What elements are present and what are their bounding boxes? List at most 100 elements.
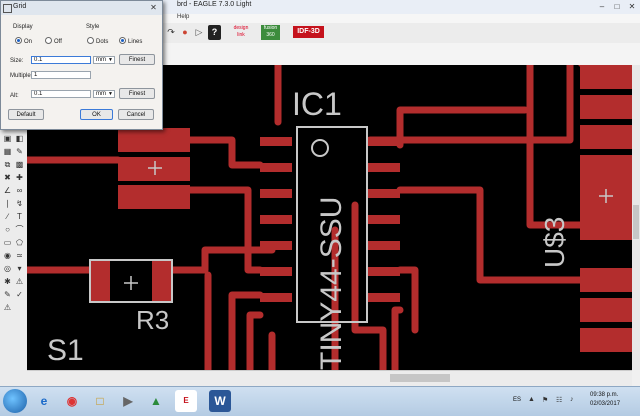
clock-date[interactable]: 02/03/2017 [590, 401, 621, 407]
maximize-icon[interactable]: □ [614, 2, 620, 11]
ic-pad-left[interactable] [260, 241, 292, 250]
alt-input[interactable] [31, 90, 91, 98]
style-lines-radio[interactable]: Lines [119, 37, 142, 45]
style-dots-radio[interactable]: Dots [87, 37, 108, 45]
tray-arrow-icon[interactable]: ▲ [528, 396, 535, 403]
optimize-icon[interactable]: ∞ [16, 186, 23, 195]
chrome-icon[interactable]: ◉ [66, 394, 78, 408]
arc-icon[interactable]: ⌒ [15, 225, 24, 234]
s1-pad[interactable] [118, 157, 190, 181]
trace[interactable] [526, 65, 584, 229]
ic-pad-right[interactable] [368, 215, 400, 224]
trace[interactable] [366, 65, 574, 144]
connector-pad[interactable] [580, 95, 632, 119]
horizontal-scrollbar[interactable] [27, 370, 632, 387]
pcb-board[interactable] [27, 65, 632, 370]
language-indicator[interactable]: ES [513, 397, 522, 403]
ic-pad-left[interactable] [260, 215, 292, 224]
via-icon[interactable]: ◉ [4, 251, 11, 260]
mirror-icon[interactable]: ◧ [15, 134, 24, 143]
minimize-icon[interactable]: – [599, 2, 605, 11]
trace[interactable] [396, 266, 419, 334]
erc-icon[interactable]: ✎ [4, 290, 11, 299]
trace[interactable] [351, 201, 387, 370]
menu-help[interactable]: Help [177, 14, 190, 20]
size-finest-button[interactable]: Finest [119, 54, 155, 65]
change-icon[interactable]: ✎ [16, 147, 23, 156]
polygon-icon[interactable]: ⬠ [16, 238, 23, 247]
redo-icon[interactable]: ↷ [167, 27, 175, 37]
split-icon[interactable]: ∠ [3, 186, 12, 195]
display-on-radio[interactable]: On [15, 37, 32, 45]
signal-icon[interactable]: ≃ [16, 251, 23, 260]
multiple-input[interactable] [31, 71, 91, 79]
connector-pad[interactable] [580, 298, 632, 322]
circle-icon[interactable]: ○ [5, 225, 10, 234]
ripup-icon[interactable]: ↯ [16, 199, 23, 208]
ic-pad-right[interactable] [368, 163, 400, 172]
design-link-button[interactable]: design link [233, 25, 249, 38]
connector-pad[interactable] [580, 155, 632, 179]
size-unit-select[interactable]: mm▼ [93, 56, 115, 64]
copy-icon[interactable]: ⧉ [4, 160, 11, 169]
stop-icon[interactable]: ● [182, 27, 188, 37]
default-button[interactable]: Default [8, 109, 44, 120]
word-icon[interactable]: W [209, 390, 231, 412]
vertical-scroll-thumb[interactable] [633, 205, 639, 239]
errors-icon[interactable]: ⚠ [3, 303, 12, 312]
connector-pad[interactable] [580, 65, 632, 89]
eagle-task-icon[interactable]: E [175, 390, 197, 412]
connector-pad[interactable] [580, 328, 632, 352]
dialog-close-icon[interactable]: ✕ [150, 3, 157, 12]
ratsnest-icon[interactable]: ✱ [4, 277, 11, 286]
wire-icon[interactable]: ∕ [6, 212, 9, 221]
drc-icon[interactable]: ✓ [16, 290, 23, 299]
explorer-icon[interactable]: □ [96, 394, 104, 408]
help-icon[interactable]: ? [208, 25, 221, 40]
alt-unit-select[interactable]: mm▼ [93, 90, 115, 98]
horizontal-scroll-thumb[interactable] [390, 374, 450, 382]
r3-pad[interactable] [90, 260, 110, 302]
cancel-button[interactable]: Cancel [118, 109, 154, 120]
start-button[interactable] [3, 389, 27, 413]
trace[interactable] [228, 291, 264, 370]
fusion-360-button[interactable]: fusion 360 [261, 25, 280, 40]
ic-pad-right[interactable] [368, 189, 400, 198]
ic-pad-left[interactable] [260, 163, 292, 172]
ic1-outline[interactable] [296, 126, 368, 323]
auto-icon[interactable]: ⚠ [15, 277, 24, 286]
idf-3d-button[interactable]: IDF-3D [293, 26, 324, 38]
clock-time[interactable]: 09:38 p.m. [590, 392, 619, 398]
hole-icon[interactable]: ◎ [4, 264, 11, 273]
text-icon[interactable]: T [17, 212, 22, 221]
trace[interactable] [246, 311, 264, 370]
ic-pad-right[interactable] [368, 137, 400, 146]
volume-icon[interactable]: ♪ [570, 396, 574, 403]
attribute-icon[interactable]: ▾ [17, 264, 22, 273]
ic-pad-left[interactable] [260, 189, 292, 198]
trace[interactable] [396, 106, 529, 149]
connector-pad[interactable] [580, 268, 632, 292]
ic-pad-left[interactable] [260, 267, 292, 276]
r3-pad[interactable] [152, 260, 172, 302]
media-icon[interactable]: ▶ [123, 394, 133, 408]
connector-pad[interactable] [580, 125, 632, 149]
alt-finest-button[interactable]: Finest [119, 88, 155, 99]
flag-icon[interactable]: ⚑ [542, 397, 549, 404]
delete-icon[interactable]: ✖ [4, 173, 11, 182]
lock-icon[interactable]: ▣ [3, 134, 12, 143]
paste-icon[interactable]: ▩ [15, 160, 24, 169]
ic-pad-left[interactable] [260, 137, 292, 146]
add-icon[interactable]: ✚ [16, 173, 23, 182]
group-icon[interactable]: ▦ [3, 147, 12, 156]
ic-pad-right[interactable] [368, 267, 400, 276]
network-icon[interactable]: ☷ [556, 397, 563, 404]
display-off-radio[interactable]: Off [45, 37, 62, 45]
trace[interactable] [186, 136, 264, 169]
connector-pad[interactable] [580, 178, 632, 240]
rect-icon[interactable]: ▭ [3, 238, 12, 247]
s1-pad[interactable] [118, 128, 190, 152]
trace[interactable] [186, 186, 264, 274]
ok-button[interactable]: OK [80, 109, 113, 120]
ie-icon[interactable]: e [40, 394, 48, 408]
